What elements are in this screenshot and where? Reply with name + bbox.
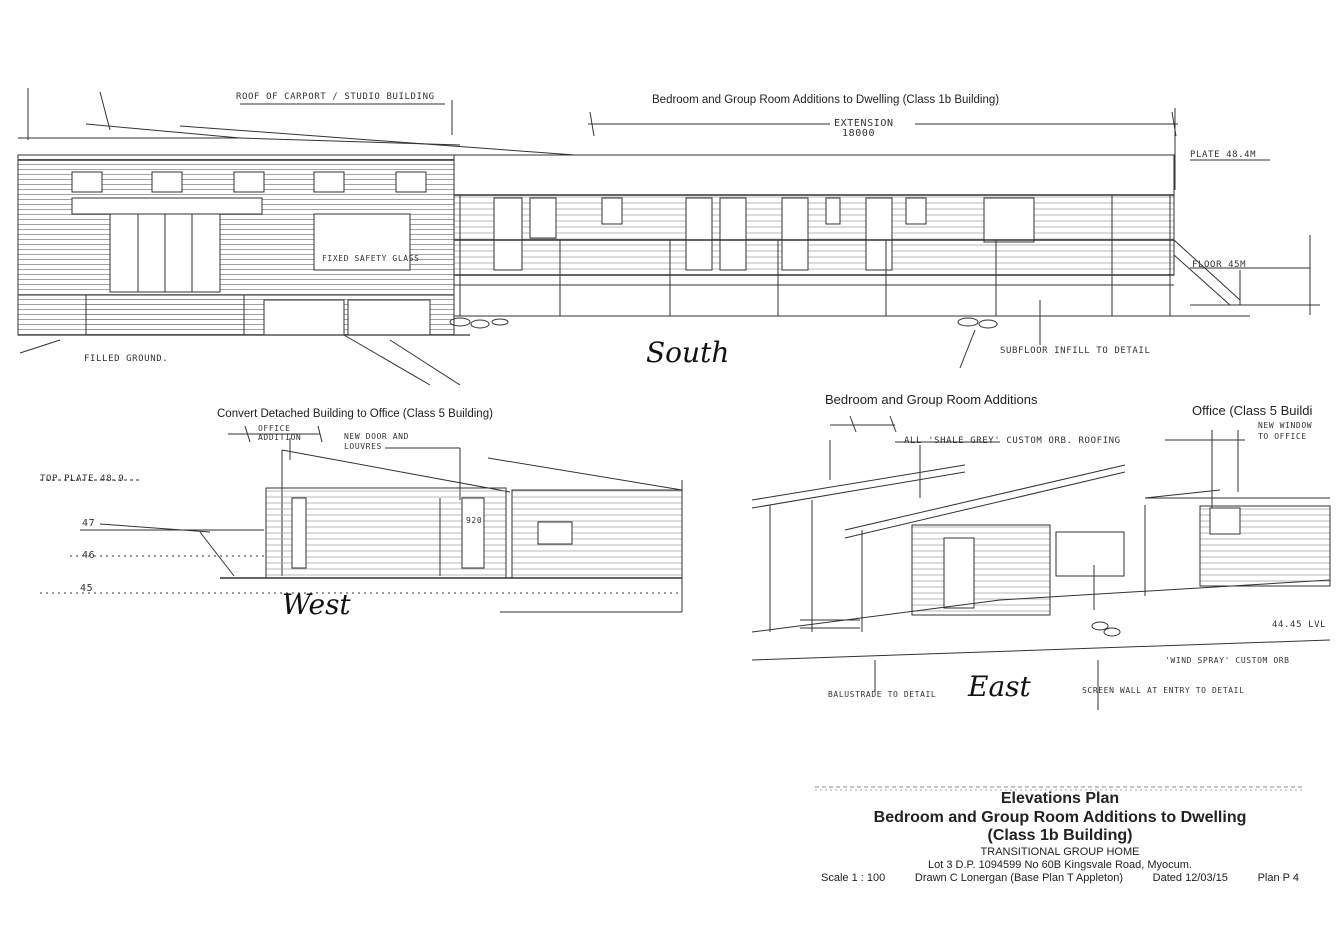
west-elevation xyxy=(40,425,683,613)
extension-label: EXTENSION xyxy=(834,118,894,129)
level-46: 46 xyxy=(82,550,96,561)
level-47: 47 xyxy=(82,518,96,529)
plan-title: Elevations Plan xyxy=(1000,790,1120,807)
south-elevation xyxy=(17,88,1320,386)
east-heading-office: Office (Class 5 Buildi xyxy=(1192,403,1313,418)
west-view-label: West xyxy=(282,588,351,621)
drawn-by-text: Drawn C Lonergan (Base Plan T Appleton) xyxy=(914,872,1123,884)
east-heading: Bedroom and Group Room Additions xyxy=(825,392,1038,407)
plan-number: Plan P 4 xyxy=(1257,872,1299,884)
roofing-note: ALL 'SHALE GREY' CUSTOM ORB. ROOFING xyxy=(904,436,1121,446)
plan-subtitle-line2: (Class 1b Building) xyxy=(987,827,1133,844)
client-name: TRANSITIONAL GROUP HOME xyxy=(980,846,1140,858)
scale-text: Scale 1 : 100 xyxy=(821,872,886,884)
south-heading: Bedroom and Group Room Additions to Dwel… xyxy=(652,94,1000,106)
subfloor-note: SUBFLOOR INFILL TO DETAIL xyxy=(1000,346,1151,356)
new-window-note: NEW WINDOW TO OFFICE xyxy=(1258,421,1313,441)
site-address: Lot 3 D.P. 1094599 No 60B Kingsvale Road… xyxy=(928,859,1192,871)
door-size: 920 xyxy=(466,516,483,525)
south-view-label: South xyxy=(646,336,730,369)
office-addition-note: OFFICE ADDITION xyxy=(258,424,302,442)
floor-level: FLOOR 45M xyxy=(1192,260,1247,270)
balustrade-note: BALUSTRADE TO DETAIL xyxy=(828,690,937,699)
wind-spray-note: 'WIND SPRAY' CUSTOM ORB xyxy=(1165,656,1290,665)
dated-text: Dated 12/03/15 xyxy=(1152,872,1228,884)
west-heading: Convert Detached Building to Office (Cla… xyxy=(217,408,493,420)
plan-subtitle-line1: Bedroom and Group Room Additions to Dwel… xyxy=(873,809,1247,826)
fixed-safety-glass-note: FIXED SAFETY GLASS xyxy=(322,254,420,263)
new-door-note: NEW DOOR AND LOUVRES xyxy=(344,432,409,451)
screen-wall-note: SCREEN WALL AT ENTRY TO DETAIL xyxy=(1082,686,1245,695)
east-view-label: East xyxy=(968,670,1031,703)
filled-ground-note: FILLED GROUND. xyxy=(84,354,169,364)
level-45: 45 xyxy=(80,583,94,594)
top-plate-level: TOP PLATE 48.9 xyxy=(40,474,125,484)
title-block: Elevations Plan Bedroom and Group Room A… xyxy=(815,788,1305,884)
extension-dimension: 18000 xyxy=(842,128,876,139)
east-elevation xyxy=(751,415,1331,710)
plate-level: PLATE 48.4M xyxy=(1190,150,1257,160)
east-level: 44.45 LVL xyxy=(1272,620,1327,630)
title-block-footer: Scale 1 : 100 Drawn C Lonergan (Base Pla… xyxy=(815,872,1305,884)
note-roof-carport: ROOF OF CARPORT / STUDIO BUILDING xyxy=(236,92,435,102)
